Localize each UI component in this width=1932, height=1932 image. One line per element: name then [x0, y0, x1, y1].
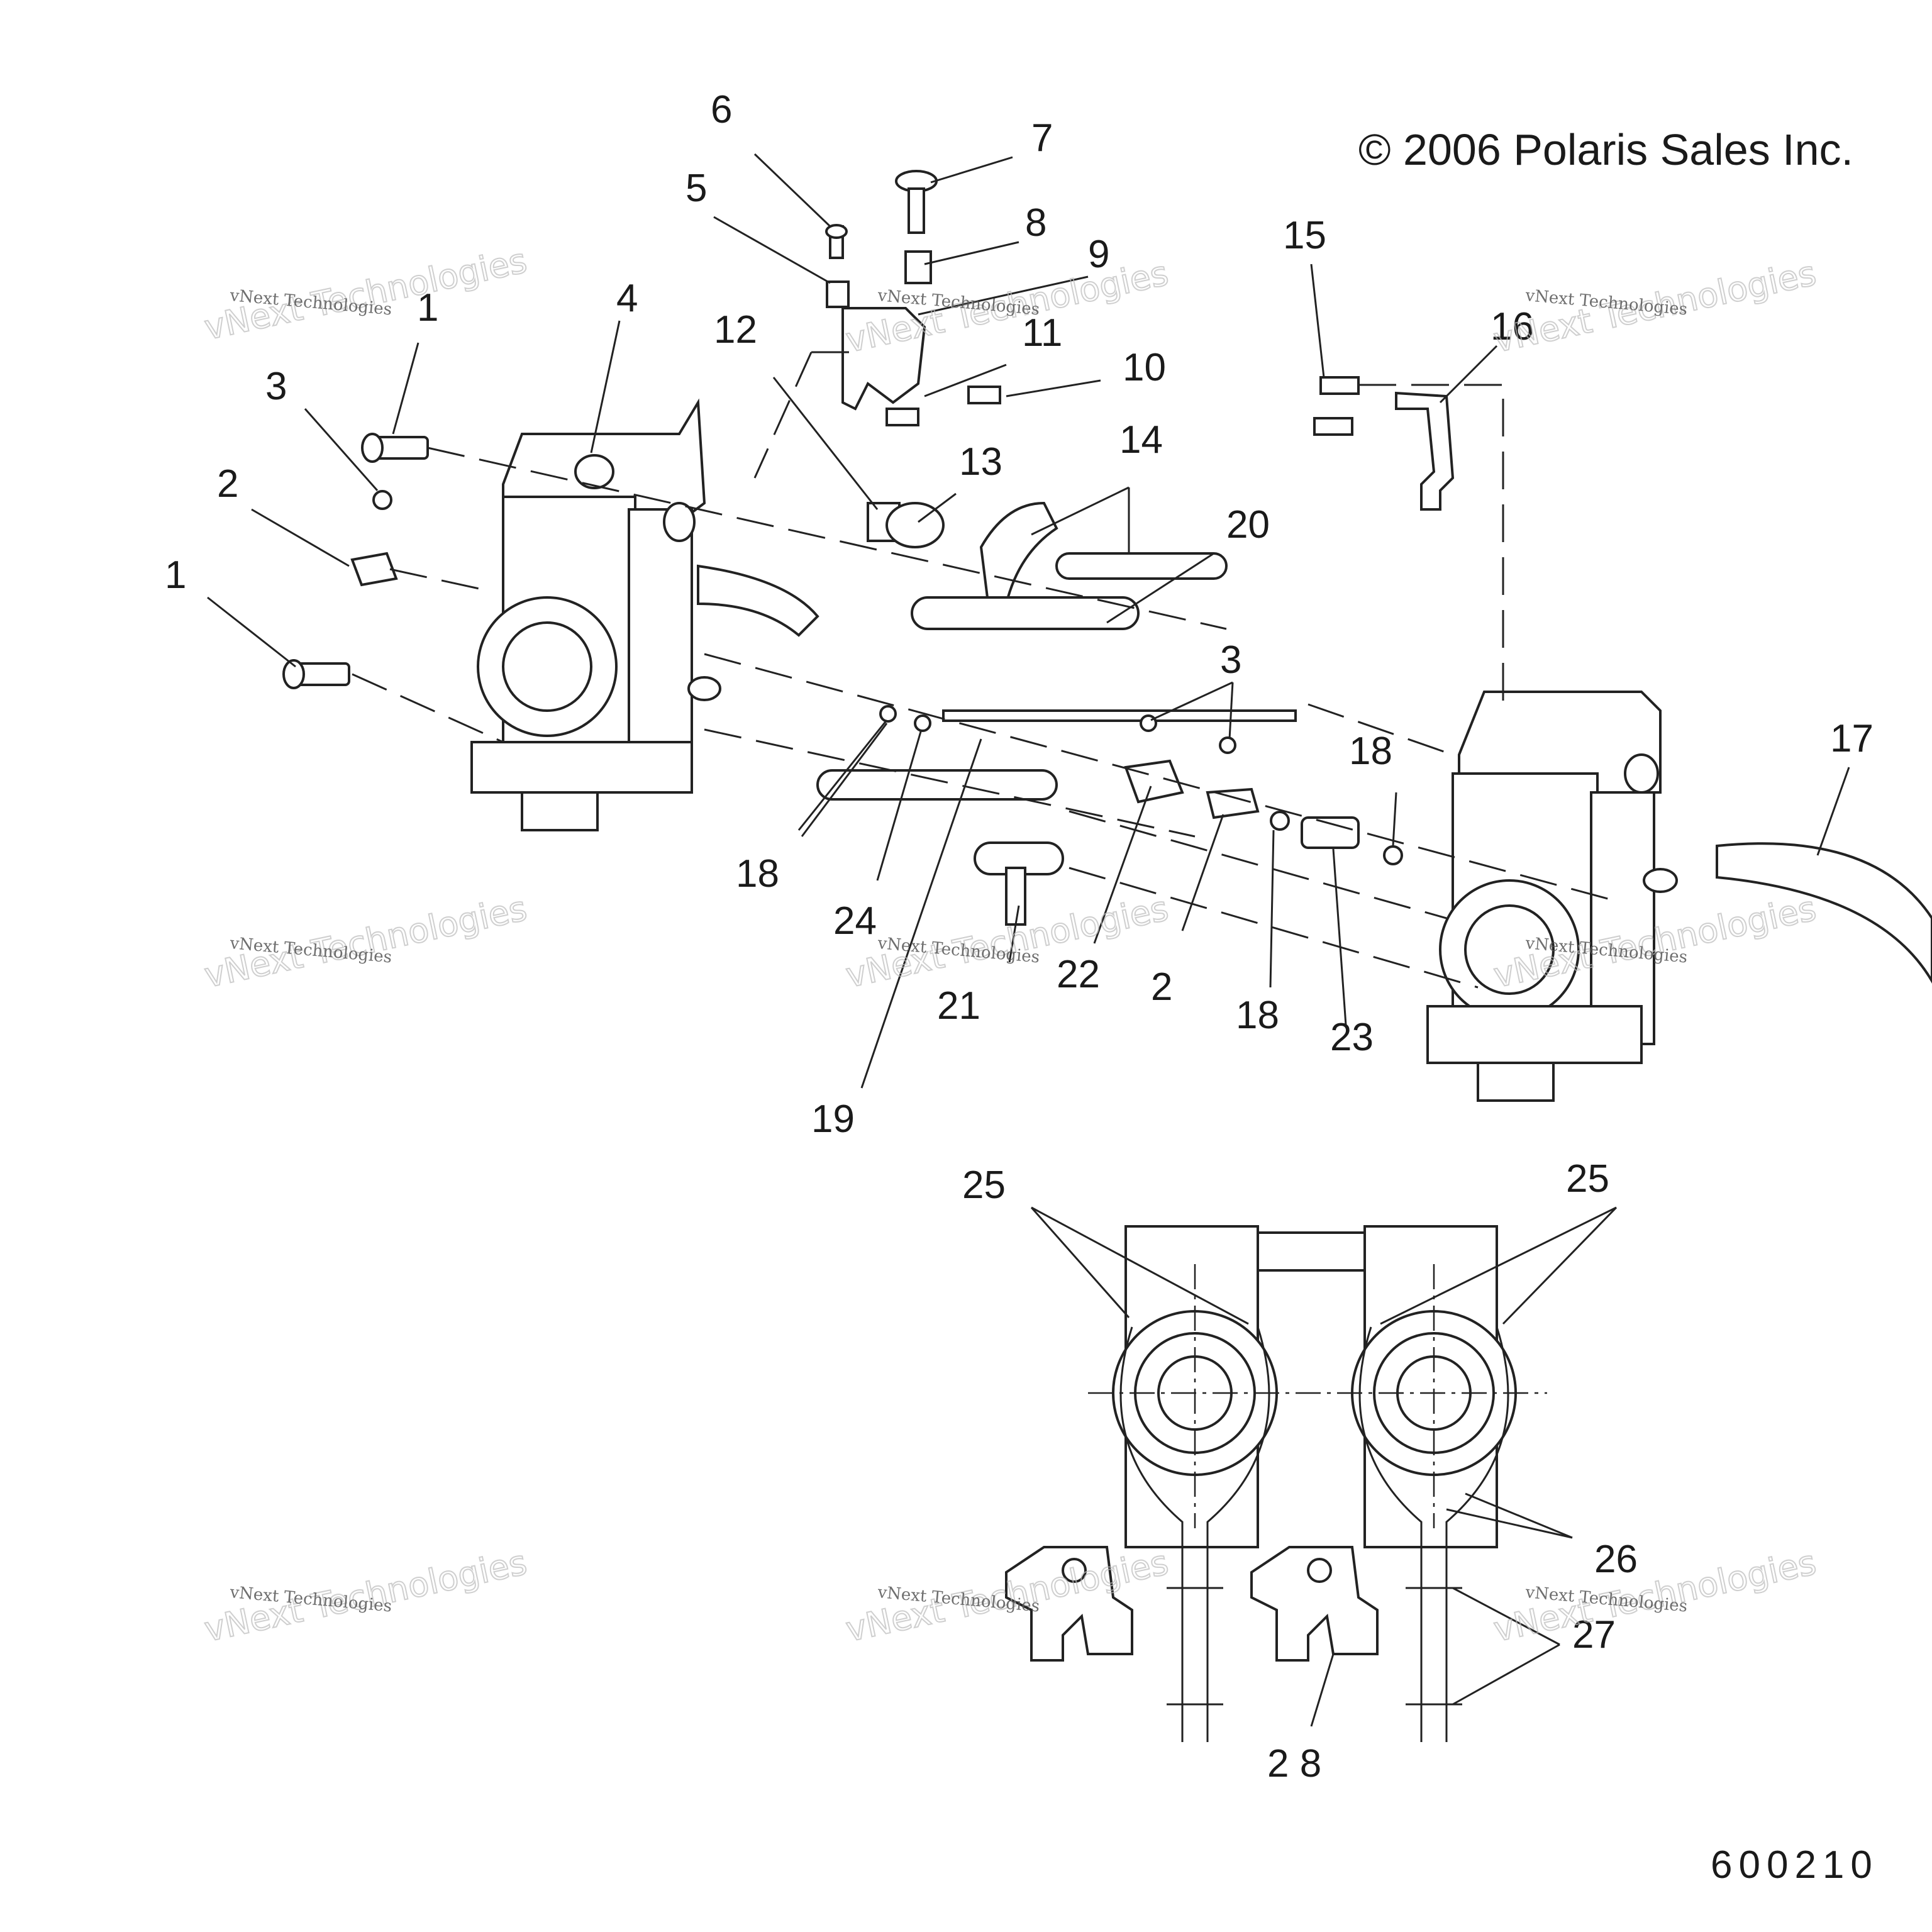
callout-25-left: 25 [962, 1163, 1006, 1207]
callout-14: 14 [1119, 418, 1163, 462]
callout-10: 10 [1123, 346, 1166, 389]
callout-1-upper: 1 [417, 286, 438, 330]
callout-19: 19 [811, 1097, 855, 1141]
figure-number: 600210 [1711, 1843, 1879, 1887]
callout-11: 11 [1022, 311, 1062, 355]
callout-8: 8 [1025, 201, 1046, 245]
callout-5: 5 [686, 167, 707, 210]
callout-18-left: 18 [736, 852, 779, 896]
callout-18-center: 18 [1236, 994, 1279, 1037]
copyright-text: © 2006 Polaris Sales Inc. [1358, 125, 1853, 174]
right-carburetor [1426, 691, 1678, 1102]
callout-1-lower: 1 [165, 553, 186, 597]
assembly-lines [352, 351, 1611, 989]
callout-16: 16 [1491, 305, 1534, 348]
callout-23: 23 [1330, 1016, 1374, 1059]
callout-9: 9 [1088, 233, 1109, 276]
callout-12: 12 [714, 308, 757, 352]
callout-24: 24 [833, 899, 877, 943]
callout-2-left: 2 [217, 462, 238, 506]
callout-4: 4 [616, 277, 638, 320]
hardware-parts [282, 170, 1932, 984]
left-carburetor [470, 398, 819, 831]
callout-17: 17 [1830, 717, 1874, 760]
callout-7: 7 [1031, 116, 1053, 160]
callout-26: 26 [1594, 1538, 1638, 1581]
callout-3-left: 3 [265, 365, 287, 408]
callout-27: 27 [1572, 1613, 1616, 1657]
callout-25-right: 25 [1566, 1157, 1609, 1201]
callouts: 1 1 2 2 3 3 4 5 6 7 8 9 10 11 12 13 14 1… [165, 88, 1874, 1785]
callout-3-center: 3 [1220, 638, 1241, 682]
callout-22: 22 [1057, 953, 1100, 996]
leader-lines [207, 153, 1850, 1727]
callout-15: 15 [1283, 214, 1326, 257]
callout-18-right: 18 [1349, 730, 1392, 773]
callout-28: 2 8 [1267, 1742, 1321, 1785]
front-view-assembly [1005, 1225, 1547, 1742]
callout-13: 13 [959, 440, 1002, 484]
callout-2-center: 2 [1151, 965, 1172, 1009]
callout-21: 21 [937, 984, 980, 1028]
callout-20: 20 [1226, 503, 1270, 547]
callout-6: 6 [711, 88, 732, 131]
